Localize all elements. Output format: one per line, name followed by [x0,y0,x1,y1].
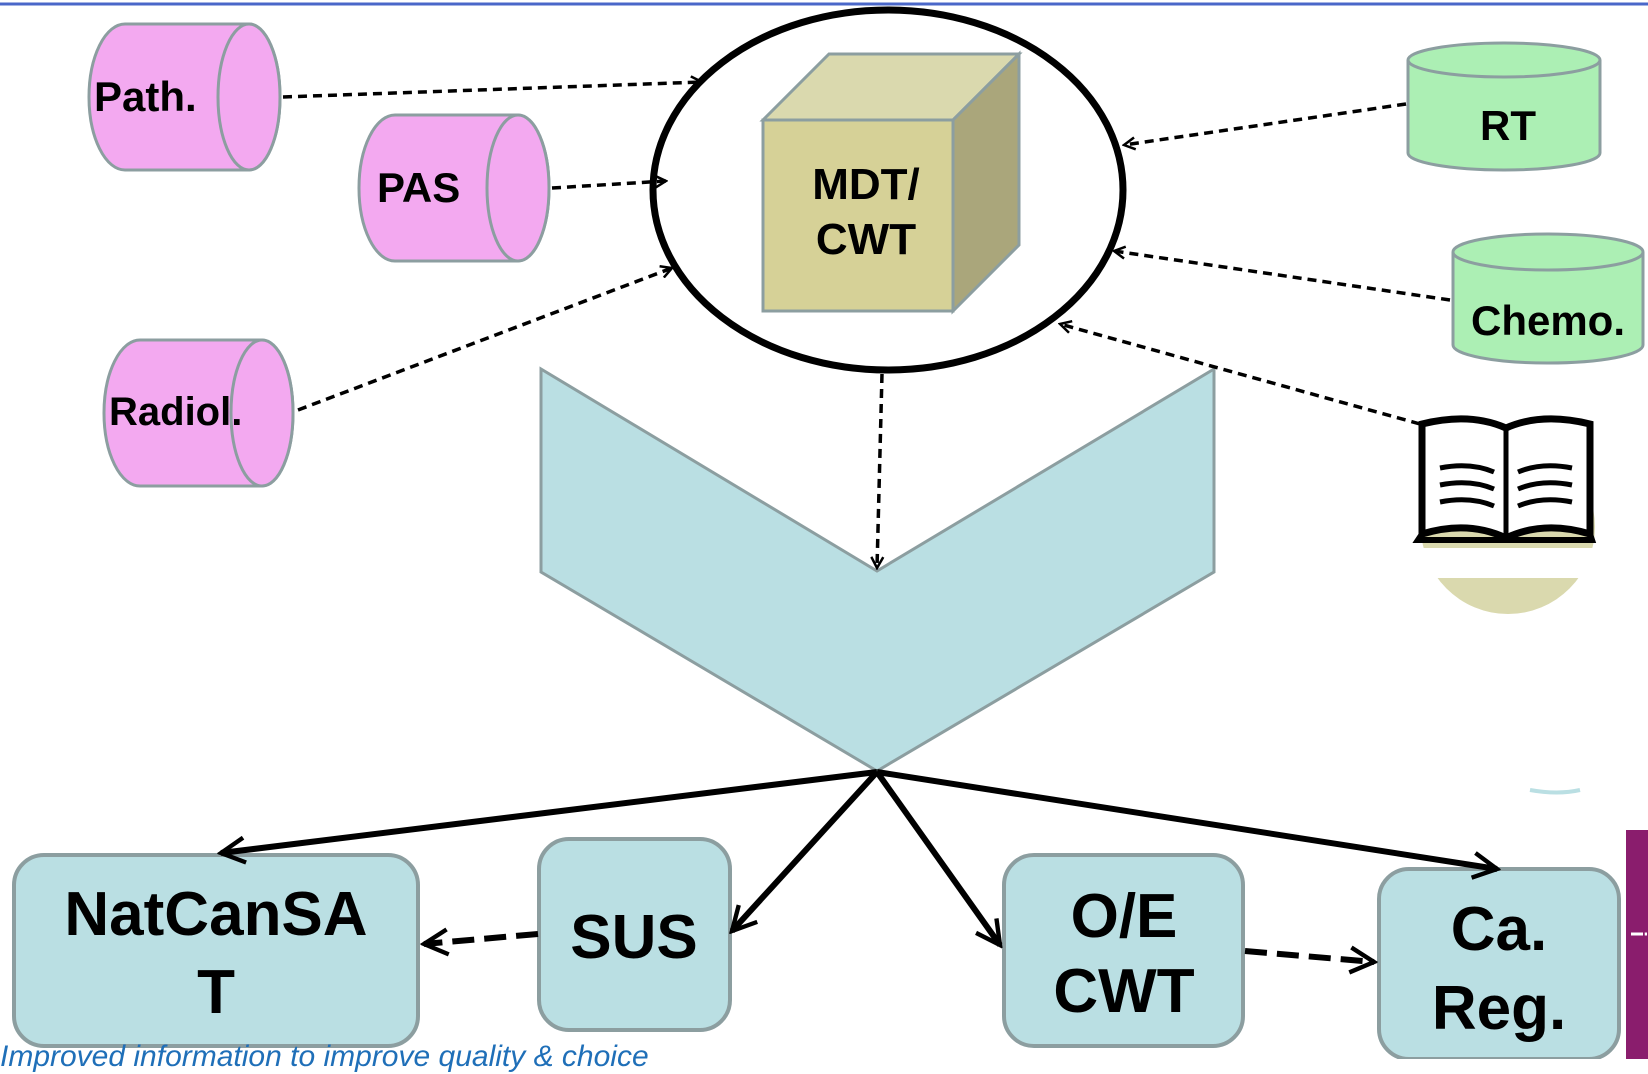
mdt-cwt-label-line1: MDT/ [812,160,920,209]
arrow-sus-to-natcansat [424,934,539,944]
source-label-path: Path. [94,73,197,120]
arrow-chevron-to-ca-reg [876,769,1497,869]
arrow-pas-to-mdt [551,181,666,190]
source-label-radiol: Radiol. [109,390,242,434]
arrow-chevron-to-oe-cwt [874,770,1000,945]
source-cylinder-rt: RT [1406,41,1602,172]
source-cylinder-pas: PAS [357,113,551,263]
output-box-sus: SUS [537,837,732,1032]
arrow-book-to-mdt [1060,324,1421,426]
arrow-path-to-mdt [282,82,702,99]
footer-caption: Improved information to improve quality … [0,1040,649,1073]
oe-cwt-label-line1: O/E [1071,882,1178,951]
arrow-oe-cwt-to-ca-reg [1244,951,1374,962]
ca-reg-label-line2: Reg. [1432,974,1566,1043]
arrow-chevron-to-natcansat [221,769,878,853]
ca-reg-label-line1: Ca. [1451,895,1547,964]
chevron-arrow [539,366,1216,773]
source-cylinder-radiol: Radiol. [102,338,295,488]
source-label-pas: PAS [377,164,460,211]
output-arrows [221,769,1497,945]
source-label-chemo: Chemo. [1471,297,1625,344]
output-box-oe-cwt: O/E CWT [1002,853,1245,1048]
output-box-natcansat: NatCanSA T [12,853,420,1048]
arrow-mdt-to-chevron [877,373,882,568]
mdt-cwt-label-line2: CWT [816,215,916,264]
arrow-radiol-to-mdt [297,268,672,412]
open-book-icon [1400,415,1620,614]
oe-cwt-label-line2: CWT [1053,957,1194,1026]
mdt-cwt-cube: MDT/ CWT [759,50,1023,315]
source-cylinder-path: Path. [87,22,282,172]
arrow-chevron-to-sus [732,769,880,931]
input-arrows [282,82,1451,568]
arrow-rt-to-mdt [1124,102,1407,145]
natcansat-label-line1: NatCanSA [64,880,367,949]
natcansat-label-line2: T [197,958,235,1027]
output-box-ca-reg: Ca. Reg. [1377,867,1621,1059]
source-cylinder-chemo: Chemo. [1451,232,1645,365]
source-label-rt: RT [1480,102,1536,149]
arrow-chemo-to-mdt [1114,251,1451,302]
side-strip-glyph: i [1626,931,1648,937]
side-strip [1626,830,1648,1059]
decorative-arc [1529,788,1581,795]
secondary-arrows [424,934,1374,962]
sus-label: SUS [570,903,697,972]
